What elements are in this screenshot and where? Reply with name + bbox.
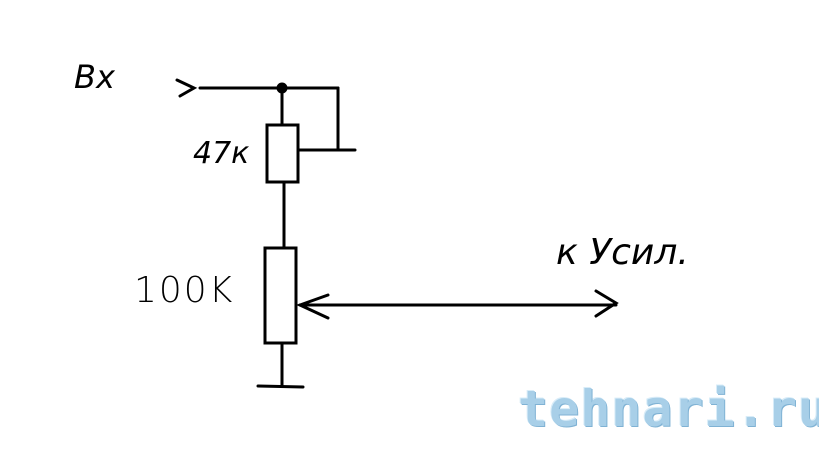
potentiometer-100k-label: 100K	[134, 270, 235, 311]
output-label: к Усил.	[556, 232, 689, 273]
output-arrowhead	[594, 289, 619, 318]
input-label: Вх	[74, 58, 115, 96]
potentiometer-100k	[263, 246, 298, 345]
input-arrowhead	[175, 78, 198, 98]
ground-symbol	[256, 384, 305, 389]
resistor-47k	[265, 123, 300, 184]
watermark: tehnari.ru	[518, 380, 819, 438]
resistor-47k-label: 47к	[193, 136, 250, 171]
wiper-arrowhead	[296, 293, 330, 320]
